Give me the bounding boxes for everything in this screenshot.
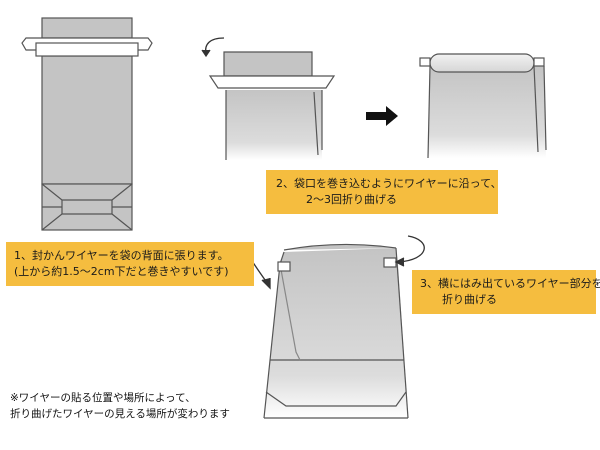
step-3-line-2: 折り曲げる bbox=[442, 293, 497, 306]
step-2-line-2: 2〜3回折り曲げる bbox=[306, 193, 397, 206]
curved-arrow-icon bbox=[249, 257, 271, 290]
bag-body bbox=[264, 248, 408, 418]
figure-rolled-top bbox=[419, 53, 547, 159]
wire-end-left bbox=[277, 261, 291, 272]
curved-arrow-icon bbox=[394, 235, 425, 267]
wire-end-left bbox=[419, 57, 431, 67]
figure-flat-bag bbox=[21, 17, 153, 231]
step-1-note: 1、封かんワイヤーを袋の背面に張ります。 (上から約1.5〜2cm下だと巻きやす… bbox=[6, 242, 254, 286]
curved-arrow-icon bbox=[201, 37, 225, 58]
wire-end-right bbox=[533, 57, 545, 67]
bag-top-flap bbox=[223, 51, 313, 77]
step-1-line-1: 1、封かんワイヤーを袋の背面に張ります。 bbox=[14, 249, 229, 262]
footnote-line-1: ※ワイヤーの貼る位置や場所によって、 bbox=[10, 392, 196, 404]
step-3-line-1: 3、横にはみ出ているワイヤー部分を bbox=[420, 277, 600, 290]
wire-band bbox=[208, 75, 336, 89]
figure-folding-top bbox=[208, 51, 336, 160]
bag-upper-body bbox=[428, 66, 546, 158]
step-2-note: 2、袋口を巻き込むようにワイヤーに沿って、 2〜3回折り曲げる bbox=[266, 170, 502, 214]
wire-tape bbox=[35, 42, 139, 57]
wire-end-right bbox=[383, 257, 397, 268]
figure-finished-bag bbox=[263, 243, 409, 419]
rolled-top bbox=[429, 53, 535, 73]
step-3-note: 3、横にはみ出ているワイヤー部分を 折り曲げる bbox=[412, 270, 600, 314]
bag-upper-body bbox=[226, 90, 322, 160]
bag-body bbox=[41, 55, 133, 185]
step-2-line-1: 2、袋口を巻き込むようにワイヤーに沿って、 bbox=[276, 177, 502, 190]
footnote-line-2: 折り曲げたワイヤーの見える場所が変わります bbox=[10, 408, 230, 420]
right-arrow-icon bbox=[366, 106, 398, 126]
bag-top-edge bbox=[41, 17, 133, 39]
step-1-line-2: (上から約1.5〜2cm下だと巻きやすいです) bbox=[14, 265, 229, 278]
footnote: ※ワイヤーの貼る位置や場所によって、 折り曲げたワイヤーの見える場所が変わります bbox=[10, 390, 230, 422]
